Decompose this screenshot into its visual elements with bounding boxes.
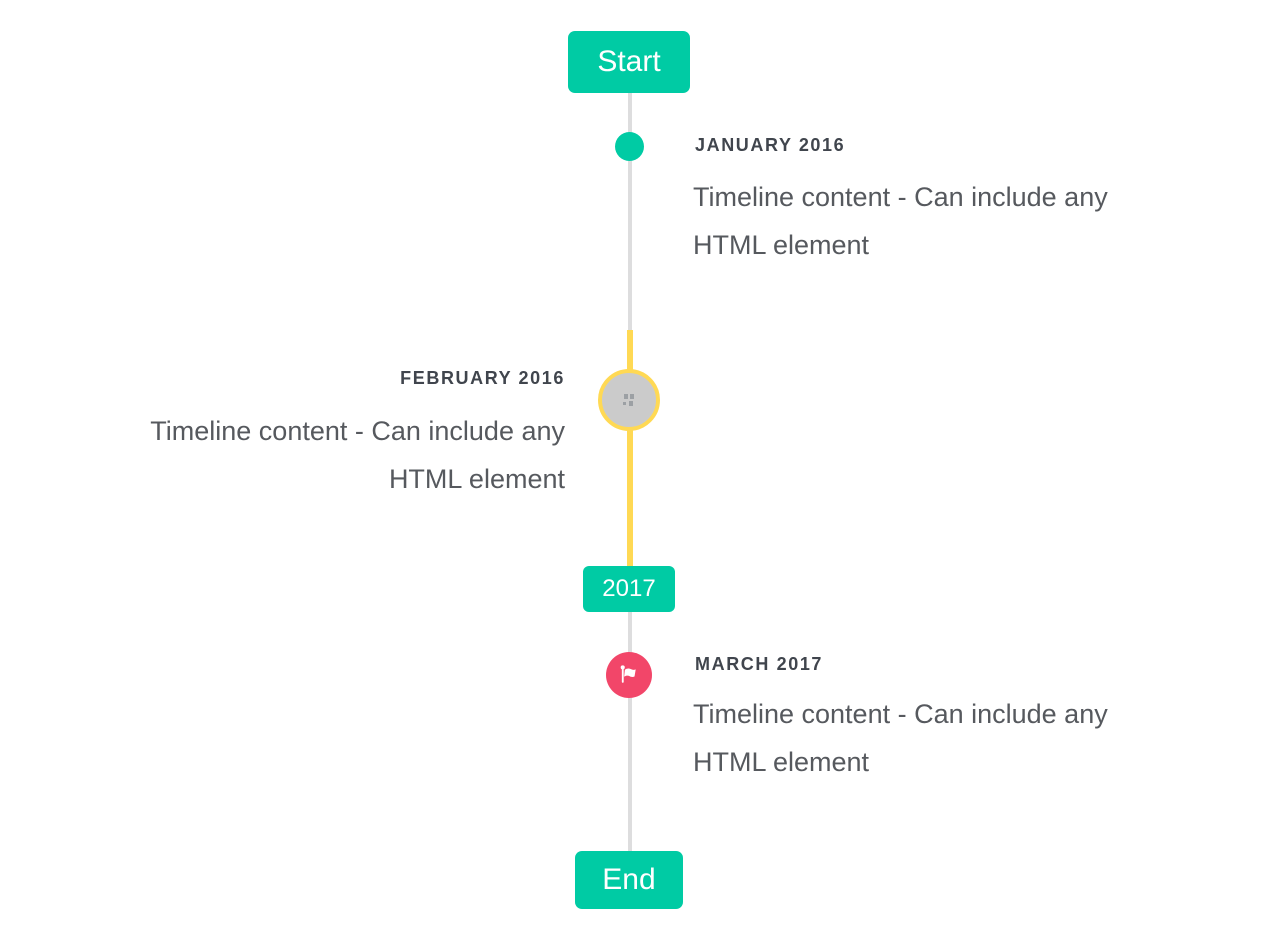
content-line: Timeline content - Can include any <box>693 182 1108 212</box>
content-line: HTML element <box>388 464 565 494</box>
content-line: Timeline content - Can include any <box>150 416 565 446</box>
event-marker-image[interactable] <box>598 369 660 431</box>
event-date-february: FEBRUARY 2016 <box>400 368 565 388</box>
event-date-january: JANUARY 2016 <box>695 135 846 155</box>
content-line: Timeline content - Can include any <box>693 699 1108 729</box>
year-flag: 2017 <box>583 566 675 612</box>
broken-image-icon <box>622 393 634 406</box>
event-content-march: Timeline content - Can include any HTML … <box>693 690 1108 786</box>
flag-icon <box>620 665 636 683</box>
timeline-line-upper <box>628 93 632 330</box>
content-line: HTML element <box>693 230 870 260</box>
event-content-january: Timeline content - Can include any HTML … <box>693 173 1108 269</box>
start-flag: Start <box>568 31 690 93</box>
event-content-february: Timeline content - Can include any HTML … <box>150 407 565 503</box>
timeline-line-highlight <box>627 330 633 566</box>
event-marker-flag[interactable] <box>606 652 652 698</box>
content-line: HTML element <box>693 747 870 777</box>
event-marker-dot[interactable] <box>615 132 644 161</box>
event-date-march: MARCH 2017 <box>695 654 824 674</box>
end-flag: End <box>575 851 683 909</box>
timeline-line-lower <box>628 612 632 851</box>
